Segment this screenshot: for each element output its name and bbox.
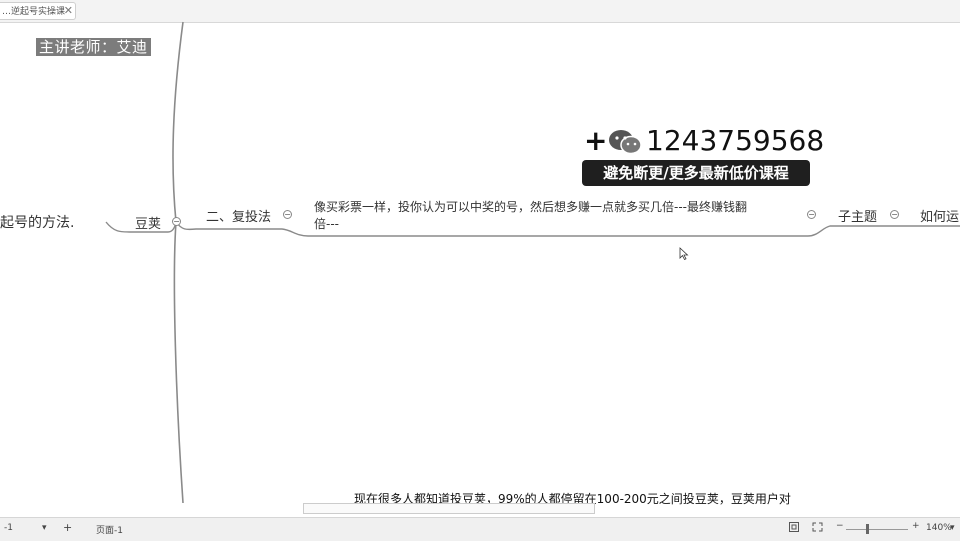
bottom-node-text[interactable]: 现在很多人都知道投豆荚，99%的人都停留在100-200元之间投豆荚，豆荚用户对 — [354, 492, 791, 506]
horizontal-scrollbar[interactable] — [303, 503, 595, 514]
teacher-label: 主讲老师：艾迪 — [36, 38, 151, 56]
mindmap-node-how[interactable]: 如何运 — [920, 210, 960, 225]
zoom-slider[interactable] — [846, 529, 908, 530]
collapse-icon[interactable]: − — [807, 210, 816, 219]
collapse-icon[interactable]: − — [890, 210, 899, 219]
plus-sign: + — [584, 124, 608, 157]
zoom-in-button[interactable]: + — [912, 521, 920, 531]
page-selector[interactable]: -1 — [4, 523, 13, 533]
zoom-slider-thumb[interactable] — [866, 524, 869, 534]
collapse-icon[interactable]: − — [283, 210, 292, 219]
phone-number: 1243759568 — [646, 124, 825, 157]
zoom-out-button[interactable]: − — [836, 521, 844, 531]
promo-banner: 避免断更/更多最新低价课程 — [582, 160, 810, 186]
collapse-icon[interactable]: − — [172, 217, 181, 226]
mindmap-node-method-left[interactable]: 起号的方法. — [0, 215, 75, 231]
mindmap-node-description-line2[interactable]: 倍--- — [314, 217, 339, 231]
fit-page-icon[interactable] — [789, 522, 799, 535]
mindmap-node-doujia[interactable]: 豆荚 — [135, 217, 162, 232]
status-bar: -1 ▾ + 页面-1 − + 140% ▾ — [0, 517, 960, 541]
mindmap-node-description-line1[interactable]: 像买彩票一样，投你认为可以中奖的号，然后想多赚一点就多买几倍---最终赚钱翻 — [314, 200, 747, 214]
tab-strip: …逆起号实操课 ✕ — [0, 0, 960, 23]
fullscreen-icon[interactable] — [812, 522, 823, 535]
document-tab[interactable]: …逆起号实操课 ✕ — [0, 2, 76, 20]
zoom-level[interactable]: 140% — [926, 523, 952, 533]
wechat-icon — [609, 130, 642, 155]
chevron-down-icon[interactable]: ▾ — [950, 523, 955, 533]
close-icon[interactable]: ✕ — [63, 4, 73, 17]
page-tab[interactable]: 页面-1 — [96, 526, 123, 536]
mindmap-node-subtopic[interactable]: 子主题 — [838, 210, 878, 225]
add-page-icon[interactable]: + — [63, 521, 73, 534]
tab-title: …逆起号实操课 — [2, 7, 66, 17]
mouse-cursor-icon — [679, 247, 689, 261]
mindmap-node-reinvest[interactable]: 二、复投法 — [206, 210, 272, 225]
chevron-down-icon[interactable]: ▾ — [42, 523, 47, 533]
contact-overlay: + 1243759568 避免断更/更多最新低价课程 — [582, 124, 825, 188]
